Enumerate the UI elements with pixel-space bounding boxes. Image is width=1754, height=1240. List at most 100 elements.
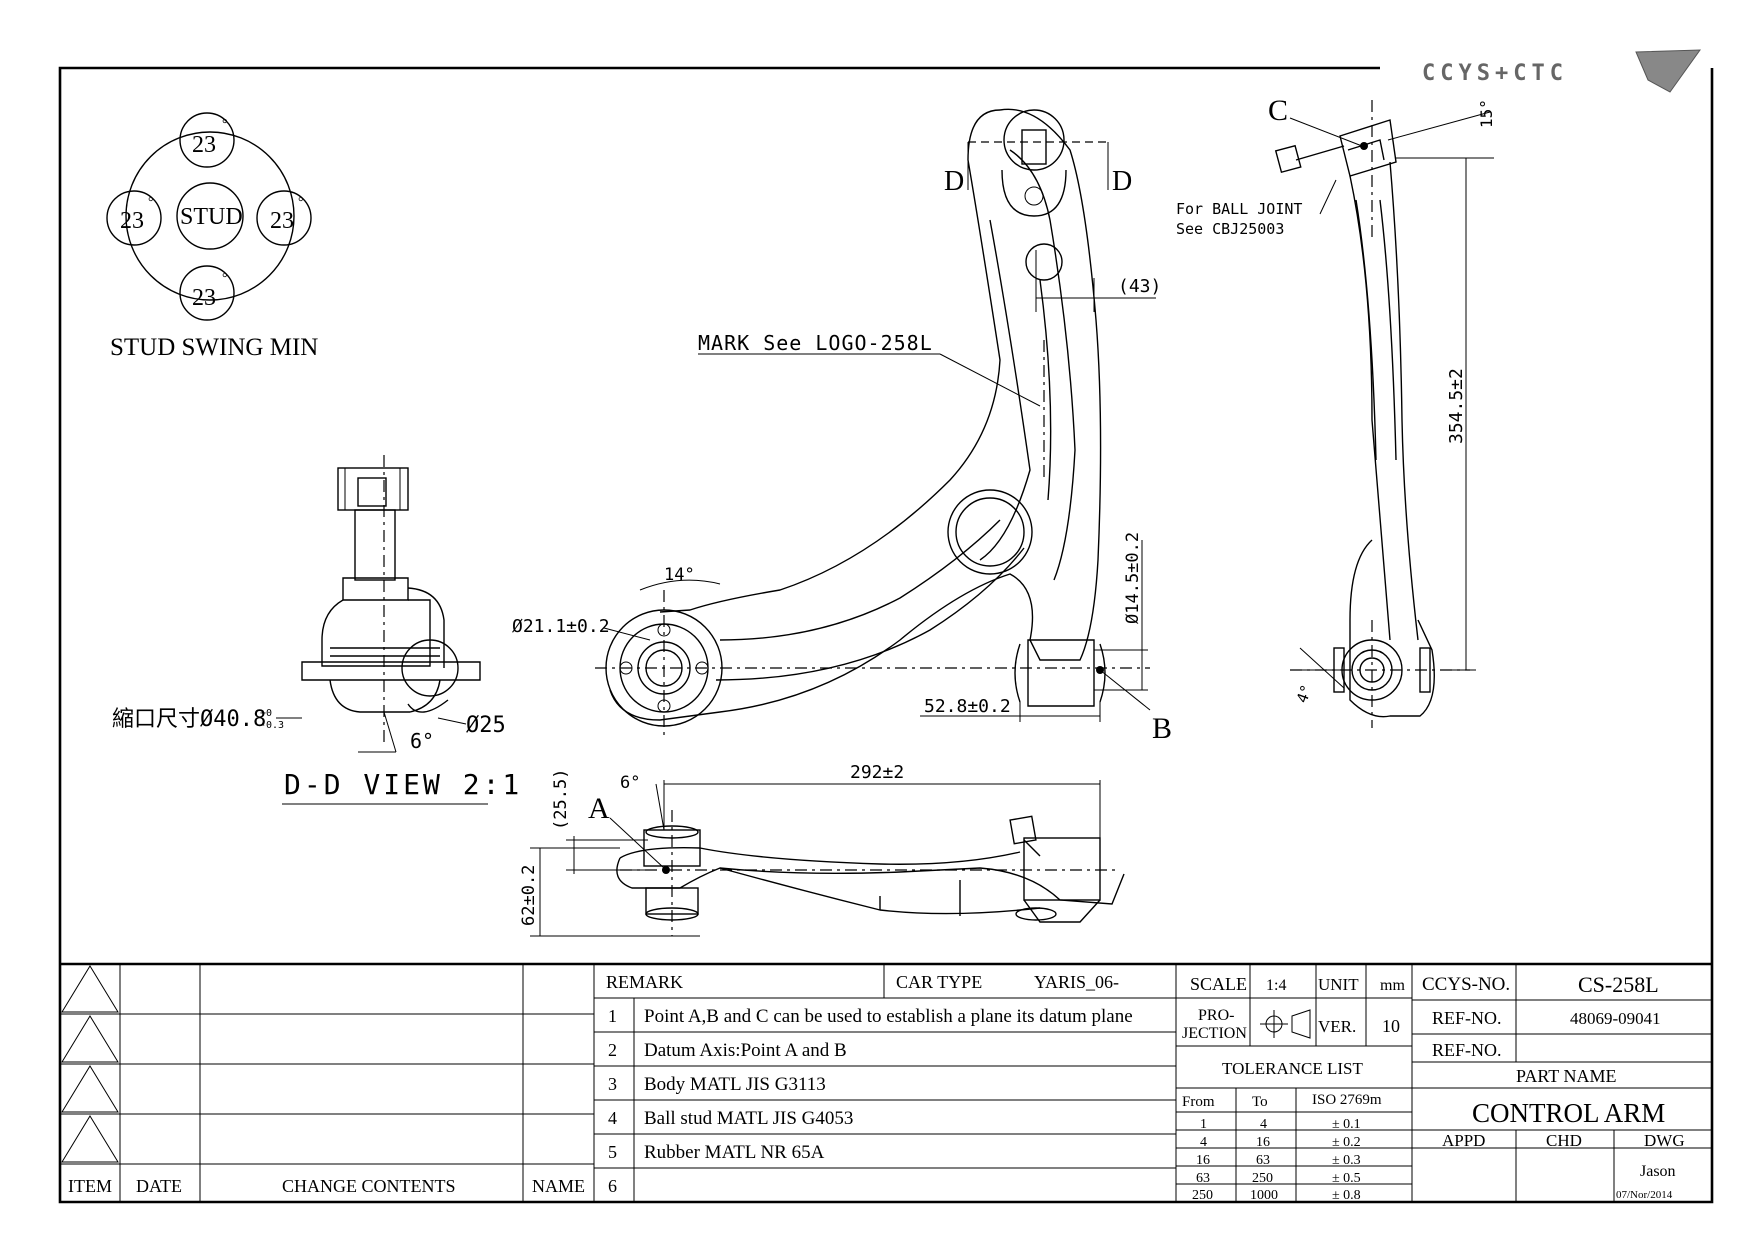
svg-text:4: 4: [1260, 1117, 1267, 1132]
section-d-left: D: [944, 166, 964, 197]
point-c-label: C: [1268, 94, 1288, 127]
remark-row: Datum Axis:Point A and B: [644, 1040, 847, 1061]
chd-label: CHD: [1546, 1131, 1582, 1150]
svg-text:From: From: [1182, 1094, 1215, 1110]
car-type-value: YARIS_06-: [1034, 972, 1119, 992]
remark-row: Rubber MATL NR 65A: [644, 1142, 825, 1163]
dim-dia-14: Ø14.5±0.2: [1123, 532, 1143, 624]
svg-text:± 0.5: ± 0.5: [1332, 1171, 1361, 1186]
dim-354: 354.5±2: [1446, 368, 1467, 444]
drawing-date: 07/Nor/2014: [1616, 1189, 1673, 1201]
scale-value: 1:4: [1266, 977, 1286, 994]
svg-text:6: 6: [608, 1176, 617, 1196]
svg-text:3: 3: [608, 1074, 617, 1094]
company-logo: CCYS+CTC: [1422, 49, 1701, 93]
mark-note: MARK See LOGO-258L: [698, 331, 933, 355]
part-name: CONTROL ARM: [1472, 1098, 1665, 1128]
dd-section-view: 縮口尺寸Ø40.8 +0 -0.3 Ø25 6° D-D VIEW 2:1: [112, 455, 522, 805]
unit-label: UNIT: [1318, 975, 1359, 994]
svg-text:5: 5: [608, 1142, 617, 1162]
dim-43: (43): [1118, 276, 1161, 297]
dd-view-title: D-D VIEW 2:1: [284, 768, 522, 801]
side-view: C For BALL JOINT See CBJ25003 15° 354.5±…: [1176, 94, 1496, 728]
svg-text:± 0.1: ± 0.1: [1332, 1117, 1361, 1132]
svg-text:PRO-: PRO-: [1198, 1007, 1234, 1024]
ref-no-value: 48069-09041: [1570, 1009, 1661, 1028]
tol-row: 1: [1200, 1117, 1207, 1132]
stud-swing-title: STUD SWING MIN: [110, 334, 318, 361]
point-b-label: B: [1152, 712, 1172, 745]
tolerance-title: TOLERANCE LIST: [1222, 1059, 1363, 1078]
rev-triangle-icon: [61, 1115, 119, 1163]
rev-triangle-icon: [61, 965, 119, 1013]
dd-angle-label: 6°: [410, 729, 434, 753]
swing-top-value: 23: [192, 132, 216, 158]
angle-6-front: 6°: [620, 773, 640, 793]
tol-row: 63: [1196, 1171, 1210, 1186]
remark-header: REMARK: [606, 972, 683, 992]
tol-row: 250: [1192, 1188, 1213, 1203]
scale-label: SCALE: [1190, 974, 1247, 994]
svg-text:250: 250: [1252, 1171, 1273, 1186]
tol-row: 16: [1196, 1153, 1210, 1168]
logo-text: CCYS+CTC: [1422, 61, 1568, 86]
svg-text:°: °: [222, 117, 228, 132]
rev-triangle-icon: [61, 1065, 119, 1113]
title-block: CCYS-NO. CS-258L REF-NO. 48069-09041 REF…: [1412, 964, 1712, 1202]
svg-text:To: To: [1252, 1094, 1268, 1110]
stud-swing-diagram: 23 ° 23 ° 23 ° 23 ° STUD STUD SWING MIN: [106, 112, 318, 361]
dim-292: 292±2: [850, 762, 904, 783]
swing-left-value: 23: [120, 208, 144, 234]
shrink-dim-label: 縮口尺寸Ø40.8: [112, 707, 266, 732]
ver-label: VER.: [1318, 1017, 1356, 1036]
point-a-label: A: [588, 792, 610, 825]
svg-text:°: °: [298, 195, 304, 210]
dim-62: 62±0.2: [519, 865, 539, 926]
svg-text:± 0.2: ± 0.2: [1332, 1135, 1361, 1150]
rev-header-item: ITEM: [68, 1176, 112, 1196]
unit-value: mm: [1380, 977, 1405, 994]
svg-text:ISO 2769m: ISO 2769m: [1312, 1092, 1382, 1108]
rev-header-change: CHANGE CONTENTS: [282, 1176, 456, 1196]
angle-4: 4°: [1293, 682, 1316, 705]
spec-block: SCALE 1:4 UNIT mm PRO- JECTION VER. 10 T…: [1176, 964, 1413, 1203]
svg-text:2: 2: [608, 1040, 617, 1060]
dd-dia-label: Ø25: [466, 713, 506, 738]
svg-text:63: 63: [1256, 1153, 1270, 1168]
stud-circle: [176, 182, 244, 250]
section-d-right: D: [1112, 166, 1132, 197]
drawer-name: Jason: [1640, 1163, 1676, 1180]
dim-dia-21: Ø21.1±0.2: [512, 616, 610, 637]
revision-table: ITEM DATE CHANGE CONTENTS NAME: [60, 964, 595, 1202]
rev-triangle-icon: [61, 1015, 119, 1063]
main-plan-view: D D (43) MARK See LOGO-258L Ø21.1±0.2: [512, 108, 1172, 745]
dwg-label: DWG: [1644, 1131, 1685, 1150]
projection-label: JECTION: [1182, 1025, 1247, 1042]
svg-text:4: 4: [608, 1108, 617, 1128]
svg-text:± 0.8: ± 0.8: [1332, 1188, 1361, 1203]
ccys-no-value: CS-258L: [1578, 972, 1659, 997]
svg-text:± 0.3: ± 0.3: [1332, 1153, 1361, 1168]
front-view: 292±2 6° (25.5) A 62±0.2: [519, 762, 1125, 937]
svg-text:16: 16: [1256, 1135, 1270, 1150]
svg-text:°: °: [148, 195, 154, 210]
ball-joint-note-1: For BALL JOINT: [1176, 200, 1302, 218]
part-name-label: PART NAME: [1516, 1066, 1616, 1086]
rev-header-name: NAME: [532, 1176, 585, 1196]
angle-15: 15°: [1477, 99, 1496, 128]
swing-right-value: 23: [270, 208, 294, 234]
svg-text:+0: +0: [260, 708, 272, 719]
stud-label: STUD: [180, 204, 243, 230]
dim-52: 52.8±0.2: [924, 696, 1011, 717]
ref-no-label: REF-NO.: [1432, 1008, 1502, 1028]
ver-value: 10: [1382, 1016, 1400, 1036]
appd-label: APPD: [1442, 1131, 1485, 1150]
svg-text:-0.3: -0.3: [260, 720, 284, 731]
remark-row: Ball stud MATL JIS G4053: [644, 1108, 853, 1129]
remark-row: Point A,B and C can be used to establish…: [644, 1006, 1133, 1027]
logo-mark-icon: [1635, 49, 1701, 93]
projection-symbol-icon: [1260, 1009, 1311, 1039]
ref-no-2-label: REF-NO.: [1432, 1040, 1502, 1060]
svg-text:°: °: [222, 271, 228, 286]
